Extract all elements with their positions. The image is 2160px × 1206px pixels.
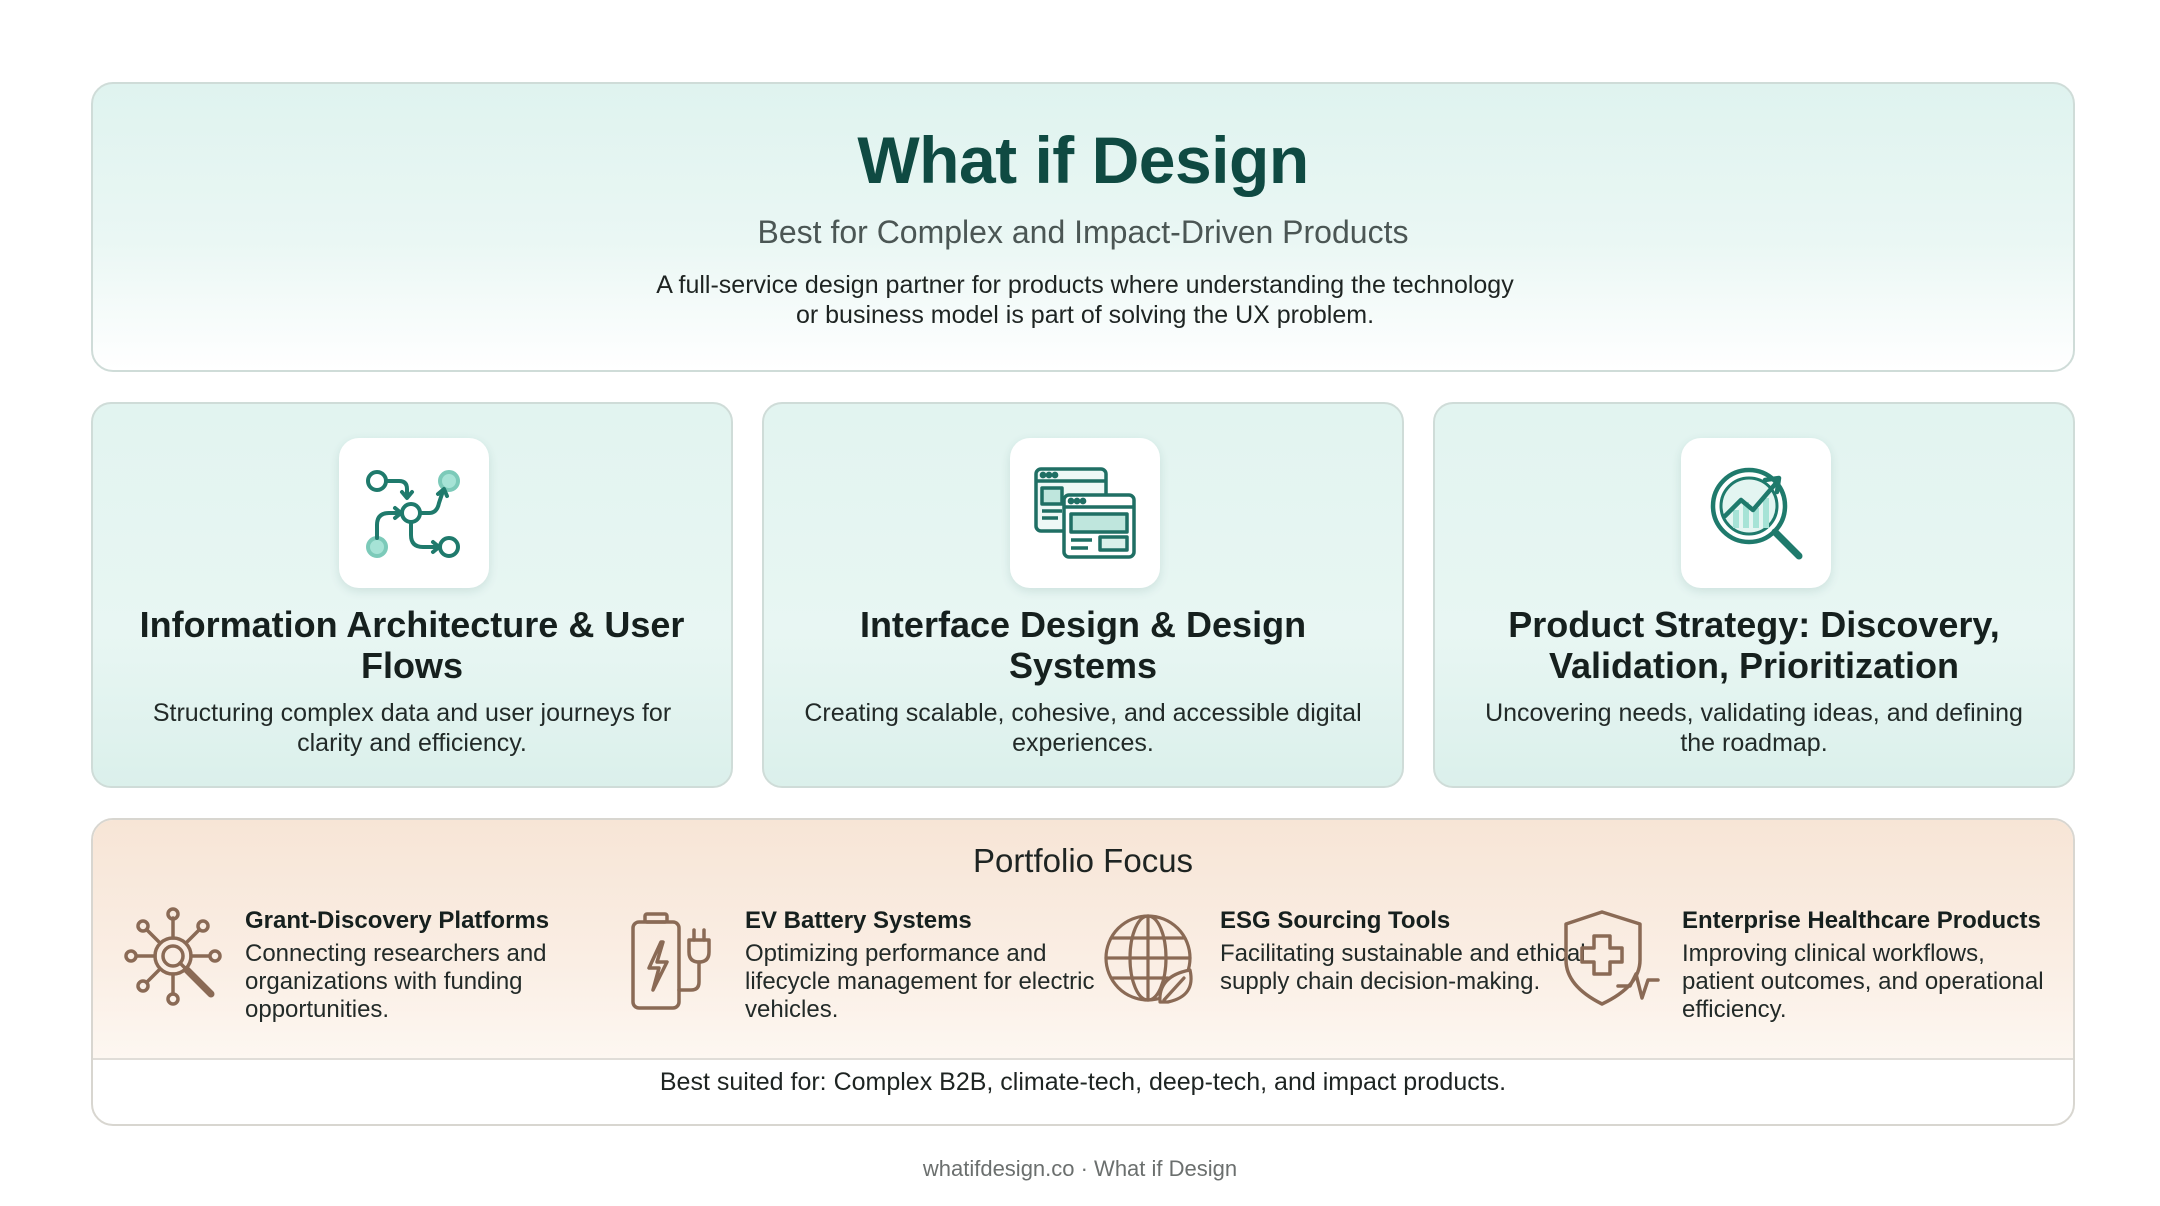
battery-plug-icon — [631, 912, 711, 1010]
site-footer: whatifdesign.co · What if Design — [922, 1156, 1238, 1181]
hero-description: A full-service design partner for produc… — [656, 271, 1514, 329]
network-search-icon — [124, 907, 222, 1006]
portfolio-item-title: Enterprise Healthcare Products — [1682, 907, 2041, 934]
service-title: Information Architecture & User Flows — [139, 604, 685, 686]
portfolio-item-description: Improving clinical workflows, patient ou… — [1682, 940, 2044, 1023]
portfolio-item-description: Connecting researchers and organizations… — [245, 940, 547, 1023]
portfolio-item-description: Facilitating sustainable and ethical sup… — [1220, 940, 1586, 995]
analytics-magnifier-icon — [1681, 438, 1831, 588]
interface-windows-icon — [1010, 438, 1160, 588]
best-suited-note: Best suited for: Complex B2B, climate-te… — [659, 1068, 1507, 1096]
page-title: What if Design — [857, 123, 1309, 197]
service-description: Structuring complex data and user journe… — [152, 699, 672, 757]
service-card-interface-design: Interface Design & Design Systems Creati… — [762, 402, 1404, 788]
hero-panel: What if Design Best for Complex and Impa… — [91, 82, 2075, 372]
portfolio-item-description: Optimizing performance and lifecycle man… — [745, 940, 1095, 1023]
health-shield-icon — [1564, 910, 1660, 1006]
portfolio-item-title: Grant-Discovery Platforms — [245, 907, 550, 934]
service-card-product-strategy: Product Strategy: Discovery, Validation,… — [1433, 402, 2075, 788]
service-card-information-architecture: Information Architecture & User Flows St… — [91, 402, 733, 788]
globe-leaf-icon — [1104, 914, 1193, 1004]
portfolio-item-title: EV Battery Systems — [745, 907, 972, 934]
portfolio-items-area: Portfolio Focus Grant-Discovery Platform… — [93, 820, 2073, 1060]
service-description: Uncovering needs, validating ideas, and … — [1485, 699, 2023, 757]
page-subtitle: Best for Complex and Impact-Driven Produ… — [757, 214, 1409, 250]
portfolio-panel: Portfolio Focus Grant-Discovery Platform… — [91, 818, 2075, 1126]
service-description: Creating scalable, cohesive, and accessi… — [804, 699, 1362, 757]
service-title: Product Strategy: Discovery, Validation,… — [1508, 604, 2000, 686]
service-title: Interface Design & Design Systems — [859, 604, 1307, 686]
user-flow-icon — [339, 438, 489, 588]
portfolio-item-title: ESG Sourcing Tools — [1220, 907, 1451, 934]
portfolio-title: Portfolio Focus — [972, 842, 1194, 879]
